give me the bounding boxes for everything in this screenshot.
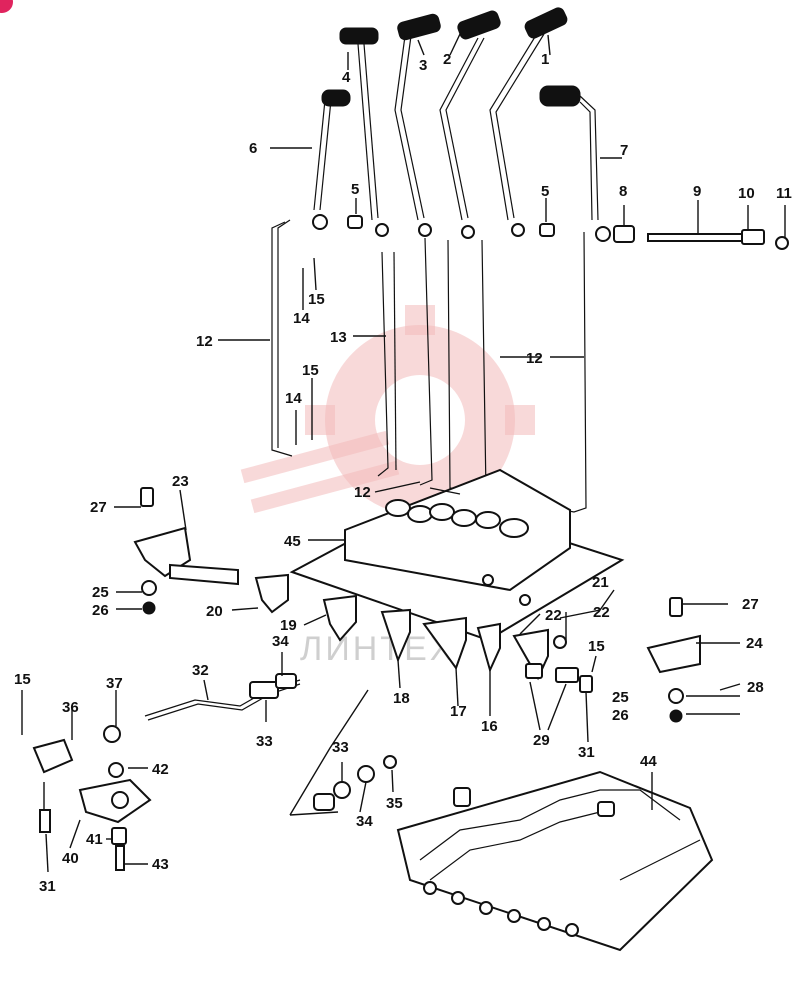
callout-26-left: 26 [92,602,109,619]
callout-14-bottom: 14 [285,390,302,407]
callout-27-left: 27 [90,499,107,516]
control-rod [32,673,301,871]
lever-2-knob [457,10,501,40]
callout-44: 44 [640,753,657,770]
callout-18: 18 [393,690,410,707]
watermark-text: ЛИНТЕХ [300,630,455,668]
callout-31-right: 31 [578,744,595,761]
callout-37: 37 [106,675,123,692]
callout-11: 11 [776,185,792,202]
lever-3-knob [397,13,441,41]
callout-29: 29 [533,732,550,749]
lever-7-knob [539,85,581,107]
callout-14-top: 14 [293,310,310,327]
callout-36: 36 [62,699,79,716]
callout-labels: 1 2 3 4 5 5 6 7 8 9 10 11 12 12 12 13 14… [14,51,792,895]
lever-6-knob [321,89,351,107]
callout-28: 28 [747,679,764,696]
callout-22-right: 22 [593,604,610,621]
callout-41: 41 [86,831,103,848]
callout-17: 17 [450,703,467,720]
callout-26-right: 26 [612,707,629,724]
callout-25-right: 25 [612,689,629,706]
callout-32: 32 [192,662,209,679]
callout-8: 8 [619,183,627,200]
bell-cranks [254,573,593,693]
callout-13: 13 [330,329,347,346]
notification-badge [0,0,13,13]
valve-top-plate [289,468,625,642]
callout-12-bottom: 12 [354,484,371,501]
callout-2: 2 [443,51,451,68]
callout-12-right: 12 [526,350,543,367]
callout-7: 7 [620,142,628,159]
callout-5-right: 5 [541,183,549,200]
callout-33-rod: 33 [256,733,273,750]
watermark-gear [240,305,535,535]
lever-4-knob [339,27,379,45]
callout-10: 10 [738,185,755,202]
callout-22-left: 22 [545,607,562,624]
callout-40: 40 [62,850,79,867]
callout-34-rod: 34 [272,633,289,650]
callout-6: 6 [249,140,257,157]
valve-body [396,770,714,952]
callout-42: 42 [152,761,169,778]
callout-12-left: 12 [196,333,213,350]
callout-16: 16 [481,718,498,735]
callout-43: 43 [152,856,169,873]
callout-5-left: 5 [351,181,359,198]
callout-15-top: 15 [308,291,325,308]
callout-35: 35 [386,795,403,812]
callout-19: 19 [280,617,297,634]
callout-9: 9 [693,183,701,200]
leader-lines [21,33,786,873]
callout-3: 3 [419,57,427,74]
callout-27-right: 27 [742,596,759,613]
lever-1-knob [524,7,568,39]
callout-15-mid: 15 [302,362,319,379]
callout-4: 4 [342,69,351,86]
callout-45: 45 [284,533,301,550]
callout-33-detail: 33 [332,739,349,756]
callout-25-left: 25 [92,584,109,601]
pivot-shaft [647,229,789,250]
control-levers [312,7,635,243]
callout-20: 20 [206,603,223,620]
callout-34-detail: 34 [356,813,373,830]
callout-31-left: 31 [39,878,56,895]
callout-23: 23 [172,473,189,490]
callout-21: 21 [592,574,609,591]
callout-15-left: 15 [14,671,31,688]
callout-24: 24 [746,635,763,652]
brackets [133,487,741,723]
callout-1: 1 [541,51,549,68]
callout-15-right: 15 [588,638,605,655]
